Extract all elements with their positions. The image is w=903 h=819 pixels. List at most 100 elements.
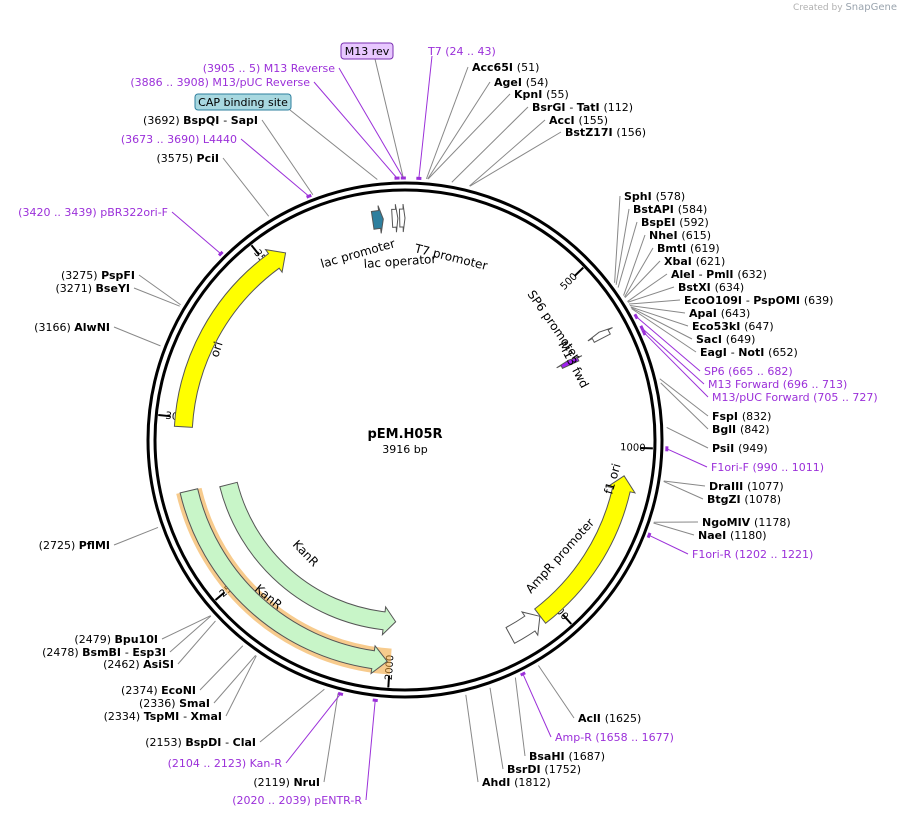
primer-text: pENTR-R: [314, 794, 362, 807]
enzyme-name: SapI: [231, 114, 258, 127]
primer-text: (665 .. 682): [728, 365, 793, 378]
site-labels: Acc65I (51) AgeI (54) KpnI (55) BsrGI - …: [18, 45, 878, 807]
cap-binding-site-box: CAP binding site: [194, 93, 292, 111]
enzyme-name: TspMI: [144, 710, 183, 723]
label-ngomiv: NgoMIV (1178): [702, 516, 791, 529]
primer-text: T7: [427, 45, 445, 58]
label-leader-line: [653, 522, 695, 536]
enzyme-position: (55): [546, 88, 569, 101]
enzyme-name: ClaI: [233, 736, 256, 749]
label-leader-line: [285, 693, 341, 764]
enzyme-position: (2334): [104, 710, 144, 723]
feature-ampr-promoter-arrow: [505, 611, 541, 645]
label-psii: PsiI (949): [712, 442, 768, 455]
label-pcii: (3575) PciI: [156, 152, 219, 165]
enzyme-name: PspOMI: [753, 294, 804, 307]
label-bspei: BspEI (592): [641, 216, 709, 229]
enzyme-name: PciI: [197, 152, 219, 165]
primer-site-mark: [520, 671, 526, 677]
primer-text: (3886 .. 3908): [130, 76, 212, 89]
primer-text: (696 .. 713): [783, 378, 848, 391]
primer-text: (24 .. 43): [445, 45, 496, 58]
enzyme-name: AccI: [549, 114, 578, 127]
enzyme-name: BspDI: [185, 736, 225, 749]
enzyme-name: NheI: [649, 229, 681, 242]
label-sphi: SphI (578): [624, 190, 685, 203]
enzyme-position: (643): [721, 307, 751, 320]
enzyme-name: SacI: [696, 333, 726, 346]
label-leader-line: [648, 534, 689, 555]
label-leader-line: [660, 382, 709, 430]
primer-site-mark: [641, 329, 647, 336]
enzyme-name: ApaI: [689, 307, 721, 320]
enzyme-position: -: [569, 101, 576, 114]
label-leader-line: [631, 308, 697, 353]
label-bmti: BmtI (619): [657, 242, 720, 255]
label-leader-line: [538, 665, 575, 719]
label-leader-line: [133, 287, 180, 307]
enzyme-position: (51): [517, 61, 540, 74]
enzyme-name: AgeI: [494, 76, 526, 89]
enzyme-name: EcoO109I: [684, 294, 746, 307]
primer-site-mark: [646, 532, 652, 539]
enzyme-name: BstAPI: [633, 203, 678, 216]
enzyme-position: -: [746, 294, 753, 307]
label-leader-line: [635, 316, 701, 372]
label-bstxi: BstXI (634): [678, 281, 744, 294]
primer-text: (3420 .. 3439): [18, 206, 100, 219]
label-asisi: (2462) AsiSI: [103, 658, 174, 671]
enzyme-position: (2374): [121, 684, 161, 697]
label-ecoo109i: EcoO109I - PspOMI (639): [684, 294, 833, 307]
cap-box-bg: [194, 93, 292, 111]
feature-f1-ori-arrow: [533, 475, 637, 624]
watermark-brand: SnapGene: [845, 2, 897, 13]
label-m13-reverse: (3905 .. 5) M13 Reverse: [203, 62, 335, 75]
enzyme-name: AsiSI: [143, 658, 174, 671]
label-leader-line: [323, 693, 339, 783]
primer-site-mark: [217, 250, 224, 257]
label-leader-line: [289, 109, 378, 180]
label-leader-line: [113, 526, 159, 546]
label-naei: NaeI (1180): [698, 529, 767, 542]
label-leader-line: [615, 208, 630, 285]
enzyme-name: NruI: [293, 776, 320, 789]
primer-text: (3905 .. 5): [203, 62, 264, 75]
label-leader-line: [659, 378, 709, 417]
enzyme-position: (2336): [139, 697, 179, 710]
enzyme-name: BglI: [712, 423, 740, 436]
label-leader-line: [630, 307, 693, 340]
tick-mark: [562, 614, 573, 625]
enzyme-name: BsrGI: [532, 101, 569, 114]
enzyme-name: NaeI: [698, 529, 730, 542]
feature-ori-arrow: [173, 248, 287, 428]
label-leader-line: [451, 106, 529, 183]
label-sp6: SP6 (665 .. 682): [704, 365, 793, 378]
label-acci: AccI (155): [549, 114, 608, 127]
primer-text: (1202 .. 1221): [735, 548, 814, 561]
label-m13-puc-forward: M13/pUC Forward (705 .. 727): [712, 391, 878, 404]
enzyme-position: (2462): [103, 658, 143, 671]
label-bsahi: BsaHI (1687): [529, 750, 605, 763]
label-pbr322ori-f: (3420 .. 3439) pBR322ori-F: [18, 206, 168, 219]
enzyme-position: (592): [679, 216, 709, 229]
enzyme-name: BsaHI: [529, 750, 568, 763]
label-leader-line: [627, 273, 668, 302]
primer-site-mark: [633, 313, 639, 320]
label-sapi: (3692) BspQI - SapI: [143, 114, 258, 127]
m13-rev-box: M13 rev: [340, 42, 394, 60]
label-saci: SacI (649): [696, 333, 755, 346]
enzyme-name: SmaI: [179, 697, 210, 710]
label-leader-line: [177, 620, 216, 665]
enzyme-name: BsmBI: [82, 646, 125, 659]
label-leader-line: [199, 645, 244, 691]
enzyme-name: DraIII: [709, 480, 747, 493]
enzyme-position: -: [699, 268, 706, 281]
enzyme-name: Esp3I: [132, 646, 166, 659]
enzyme-position: (647): [744, 320, 774, 333]
label-f1ori-r: F1ori-R (1202 .. 1221): [692, 548, 813, 561]
enzyme-position: (842): [740, 423, 770, 436]
label-leader-line: [171, 211, 222, 255]
label-l4440: (3673 .. 3690) L4440: [121, 133, 237, 146]
primer-text: (990 .. 1011): [752, 461, 824, 474]
